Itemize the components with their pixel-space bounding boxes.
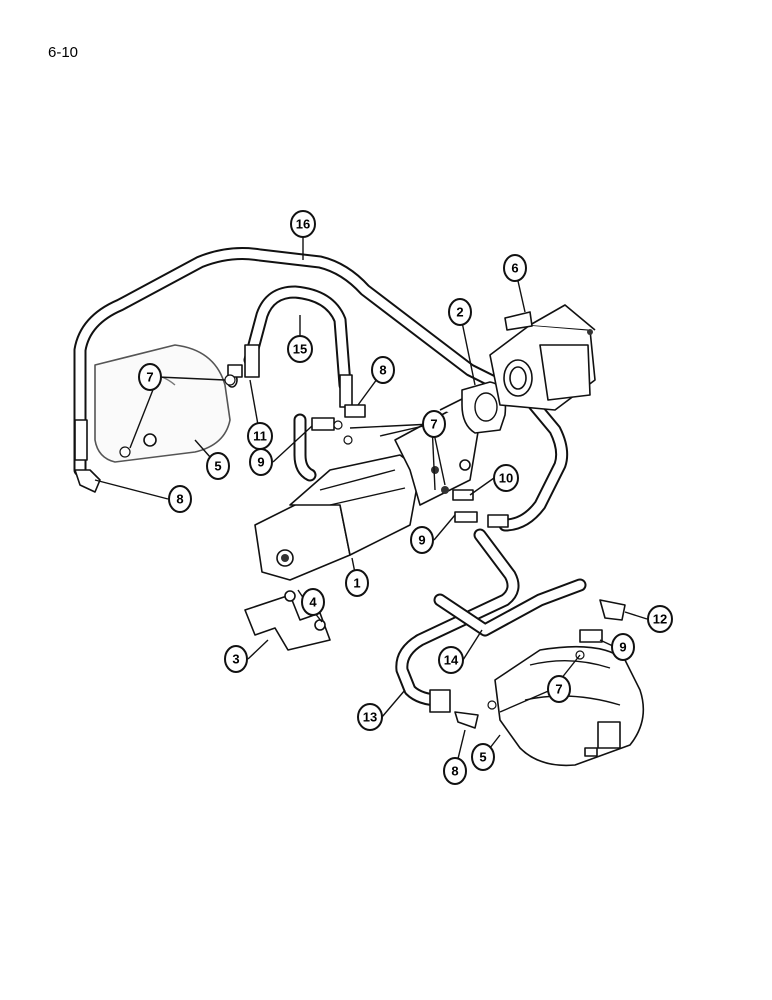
page-number: 6-10 (48, 44, 79, 61)
callout-8-left: 8 (168, 485, 192, 513)
hose-15 (243, 285, 352, 392)
main-pump (254, 394, 481, 581)
callout-5-lower: 5 (471, 743, 495, 771)
callout-7-upper-left: 7 (138, 363, 162, 391)
svg-text:15: 15 (293, 342, 307, 357)
callout-13: 13 (357, 703, 383, 731)
callout-5-upper: 5 (206, 452, 230, 480)
drive-housing (489, 304, 596, 411)
hydraulic-motor-upper (94, 344, 238, 463)
callout-9-center: 9 (410, 526, 434, 554)
callout-8-center: 8 (371, 356, 395, 384)
hydraulic-motor-lower (494, 645, 645, 767)
hose-left-feed (293, 413, 317, 482)
svg-text:6: 6 (511, 261, 518, 276)
callout-10: 10 (493, 464, 519, 492)
svg-text:7: 7 (430, 417, 437, 432)
svg-text:8: 8 (451, 764, 458, 779)
hose-14 (433, 578, 587, 637)
svg-text:2: 2 (456, 305, 463, 320)
callout-9-left: 9 (249, 448, 273, 476)
callout-7-lower: 7 (547, 675, 571, 703)
svg-text:3: 3 (232, 652, 239, 667)
fittings (74, 344, 626, 729)
gasket (461, 381, 507, 434)
callouts: 1 2 3 4 5 5 6 7 7 7 8 8 8 9 9 9 10 11 12… (138, 210, 673, 785)
svg-text:5: 5 (214, 459, 221, 474)
svg-text:8: 8 (379, 363, 386, 378)
svg-text:7: 7 (555, 682, 562, 697)
callout-3: 3 (224, 645, 248, 673)
callout-4: 4 (301, 588, 325, 616)
callout-11: 11 (247, 422, 273, 450)
svg-text:9: 9 (418, 533, 425, 548)
svg-text:12: 12 (653, 612, 667, 627)
svg-text:13: 13 (363, 710, 377, 725)
callout-9-right: 9 (611, 633, 635, 661)
svg-text:11: 11 (253, 429, 267, 444)
callout-2: 2 (448, 298, 472, 326)
svg-text:1: 1 (353, 576, 360, 591)
svg-text:10: 10 (499, 471, 513, 486)
callout-8-lower: 8 (443, 757, 467, 785)
callout-7-center: 7 (422, 410, 446, 438)
callout-14: 14 (438, 646, 464, 674)
svg-text:8: 8 (176, 492, 183, 507)
svg-text:4: 4 (309, 595, 317, 610)
callout-15: 15 (287, 335, 313, 363)
svg-text:9: 9 (619, 640, 626, 655)
svg-text:14: 14 (444, 653, 459, 668)
mounting-bracket (244, 590, 331, 651)
callout-6: 6 (503, 254, 527, 282)
svg-text:7: 7 (146, 370, 153, 385)
svg-text:5: 5 (479, 750, 486, 765)
hose-16 (73, 247, 569, 532)
svg-text:16: 16 (296, 217, 310, 232)
callout-12: 12 (647, 605, 673, 633)
callout-1: 1 (345, 569, 369, 597)
svg-text:9: 9 (257, 455, 264, 470)
callout-16: 16 (290, 210, 316, 238)
hose-13 (395, 528, 520, 707)
